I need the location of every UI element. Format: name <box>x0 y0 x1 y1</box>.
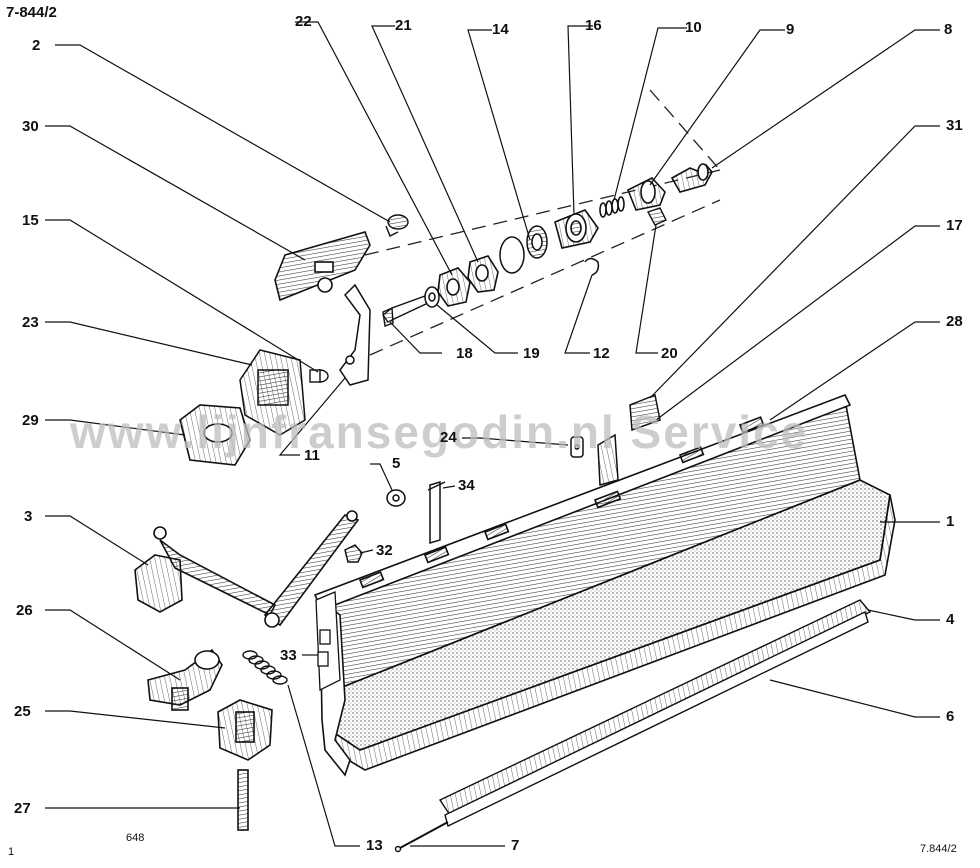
callout-11: 11 <box>304 447 320 464</box>
hinge-cup-part-26 <box>147 648 223 711</box>
callout-30: 30 <box>22 118 39 135</box>
callout-12: 12 <box>593 345 610 362</box>
bolt-part-18 <box>382 295 429 327</box>
callout-7: 7 <box>511 837 520 854</box>
linkage-bracket-part-3 <box>134 510 360 628</box>
assembly-axis-lines <box>364 89 721 356</box>
callout-21: 21 <box>395 17 412 34</box>
callout-29: 29 <box>22 412 39 429</box>
callout-33: 33 <box>280 647 297 664</box>
rod-part-34 <box>427 480 446 545</box>
page-number-left: 1 <box>8 846 15 858</box>
callout-5: 5 <box>392 455 401 472</box>
washer-part-19 <box>424 286 440 308</box>
pin-part-20 <box>646 207 667 226</box>
lock-plate-part-30 <box>274 231 371 302</box>
callout-10: 10 <box>685 19 702 36</box>
ring-part-14 <box>499 225 548 274</box>
drawing-code-top: 7-844/2 <box>6 4 57 21</box>
drawing-code-bottom: 7.844/2 <box>920 843 957 855</box>
bracket-part-17 <box>597 433 619 486</box>
callout-9: 9 <box>786 21 795 38</box>
tray-body-part-1 <box>313 393 896 777</box>
callout-15: 15 <box>22 212 39 229</box>
clip-part-24 <box>570 436 584 458</box>
callout-19: 19 <box>523 345 540 362</box>
hinge-strip-parts-4-6-7 <box>394 599 872 853</box>
stud-part-27 <box>237 769 249 831</box>
callout-22: 22 <box>295 13 312 30</box>
callout-3: 3 <box>24 508 33 525</box>
callout-28: 28 <box>946 313 963 330</box>
nut-part-22 <box>437 267 471 307</box>
cylinder-part-16 <box>554 209 599 249</box>
page-number-center: 648 <box>126 832 145 844</box>
callout-18: 18 <box>456 345 473 362</box>
lever-arm-part-11 <box>339 283 371 386</box>
callout-25: 25 <box>14 703 31 720</box>
callout-23: 23 <box>22 314 39 331</box>
spring-part-13 <box>242 650 288 685</box>
callout-27: 27 <box>14 800 31 817</box>
plate-part-31 <box>629 393 661 432</box>
callout-20: 20 <box>661 345 678 362</box>
callout-32: 32 <box>376 542 393 559</box>
callout-16: 16 <box>585 17 602 34</box>
screw-part-2 <box>385 214 409 237</box>
nut-part-21 <box>467 255 499 293</box>
watermark-text: www.lijnfransegodin.nl Service <box>70 406 809 458</box>
nut-part-32 <box>344 544 363 563</box>
bush-part-8 <box>670 163 713 193</box>
spring-part-10 <box>599 196 625 218</box>
spacer-part-15 <box>309 369 329 383</box>
callout-8: 8 <box>944 21 953 38</box>
callout-2: 2 <box>32 37 41 54</box>
callout-26: 26 <box>16 602 33 619</box>
callout-4: 4 <box>946 611 955 628</box>
callout-1: 1 <box>946 513 955 530</box>
sleeve-part-9 <box>626 177 666 211</box>
callout-17: 17 <box>946 217 963 234</box>
latch-body-part-23 <box>239 349 306 436</box>
callout-24: 24 <box>440 429 457 446</box>
leader-lines <box>45 21 940 847</box>
callout-34: 34 <box>458 477 475 494</box>
washer-part-5 <box>386 489 406 507</box>
callout-31: 31 <box>946 117 963 134</box>
end-bracket-part-33 <box>315 591 341 692</box>
gasket-part-29 <box>179 404 251 466</box>
hinge-part-25 <box>217 699 273 761</box>
callout-14: 14 <box>492 21 509 38</box>
callout-6: 6 <box>946 708 955 725</box>
callout-13: 13 <box>366 837 383 854</box>
clip-part-12 <box>584 257 600 276</box>
